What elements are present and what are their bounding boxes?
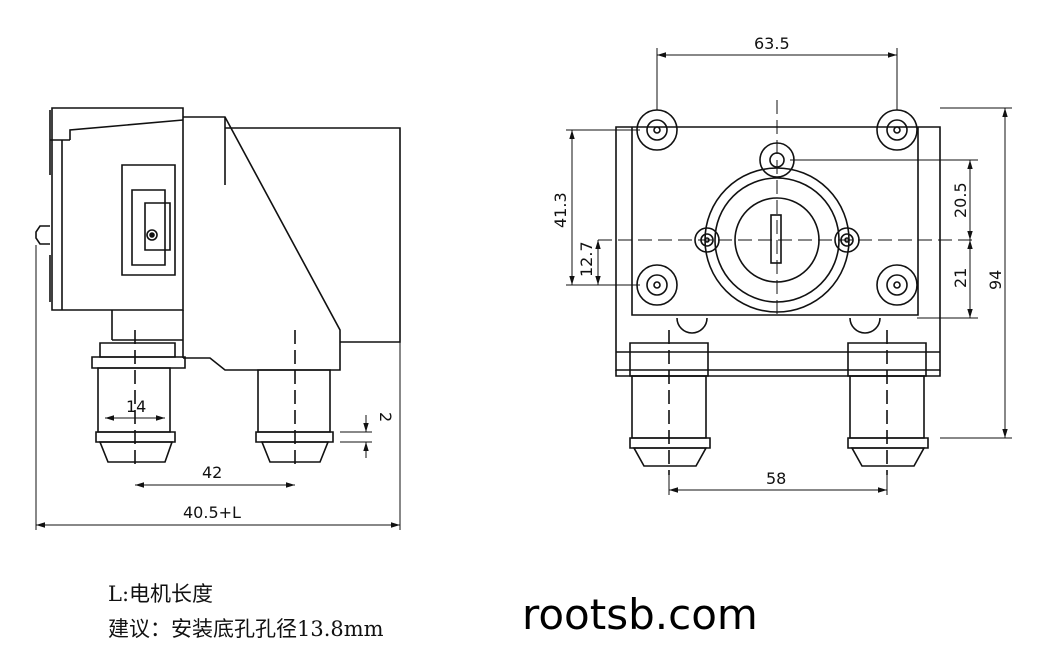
front-view-labels: 63.5 41.3 12.7 20.5 21 94 58 bbox=[551, 34, 1005, 488]
dim-label-42: 42 bbox=[202, 463, 222, 482]
dim-label-21: 21 bbox=[951, 268, 970, 288]
terminal-window bbox=[121, 164, 176, 276]
dim-label-14: 14 bbox=[126, 397, 146, 416]
bolt-bottom-right bbox=[876, 264, 918, 306]
bolt-top-right bbox=[876, 109, 918, 151]
dim-label-12-7: 12.7 bbox=[577, 241, 596, 277]
note-mounting-hole: 建议：安装底孔孔径13.8mm bbox=[108, 617, 384, 641]
front-right-nozzle bbox=[847, 330, 929, 475]
motor-housing-outline bbox=[51, 107, 184, 311]
dim-label-94: 94 bbox=[986, 270, 1005, 290]
pump-body-outline bbox=[183, 116, 341, 371]
side-view bbox=[35, 107, 401, 530]
note-motor-length: L:电机长度 bbox=[108, 582, 214, 606]
side-bolt bbox=[35, 225, 50, 245]
dim-label-41-3: 41.3 bbox=[551, 192, 570, 228]
mounting-plate bbox=[615, 126, 941, 371]
right-nozzle bbox=[255, 330, 334, 470]
dim-label-58: 58 bbox=[766, 469, 786, 488]
dim-label-20-5: 20.5 bbox=[951, 182, 970, 218]
dim-label-63-5: 63.5 bbox=[754, 34, 790, 53]
front-left-nozzle bbox=[629, 330, 711, 475]
side-view-labels: 14 42 2 40.5+L bbox=[126, 397, 395, 522]
left-nozzle bbox=[91, 330, 186, 470]
dim-label-2: 2 bbox=[376, 412, 395, 422]
site-watermark: rootsb.com bbox=[522, 590, 758, 639]
dim-label-40-5-L: 40.5+L bbox=[183, 503, 241, 522]
bolt-bottom-left bbox=[636, 264, 678, 306]
front-view bbox=[566, 48, 1012, 495]
bolt-top-left bbox=[636, 109, 678, 151]
